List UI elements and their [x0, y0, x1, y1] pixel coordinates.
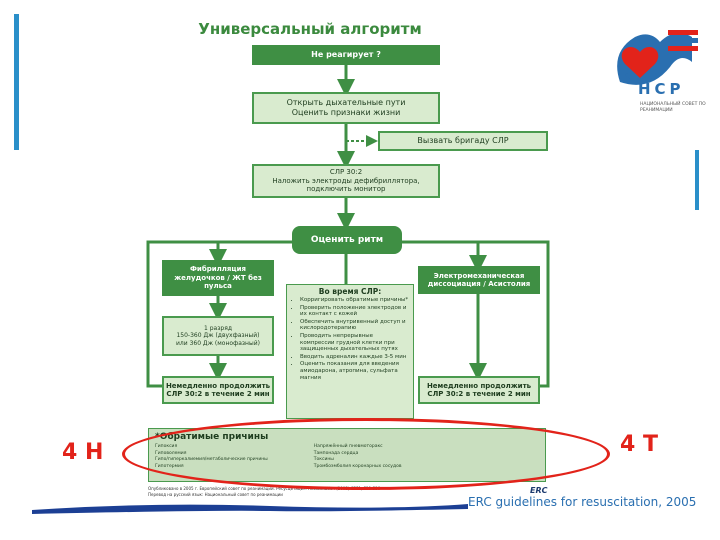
label-4h: 4 Н — [62, 440, 104, 465]
list-item: Корригировать обратимые причины* — [300, 297, 409, 304]
source-caption: ERC guidelines for resuscitation, 2005 — [468, 495, 697, 509]
loop-right — [402, 240, 550, 388]
highlight-ellipse — [122, 418, 610, 490]
list-item: Обеспечить внутривенный доступ и кислоро… — [300, 319, 409, 332]
list-item: Проверить положение электродов и их конт… — [300, 305, 409, 318]
footnote-line: Перевод на русский язык: Национальный со… — [148, 491, 283, 497]
list-item: Вводить адреналин каждые 3-5 мин — [300, 354, 409, 361]
shock-box: 1 разряд 150-360 Дж (двухфазный) или 360… — [162, 316, 274, 356]
during-cpr-heading: Во время СЛР: — [318, 287, 382, 296]
continue-cpr-left-box: Немедленно продолжить СЛР 30:2 в течение… — [162, 376, 274, 404]
arrow-to-pea — [402, 240, 487, 273]
arrow-to-vf — [209, 240, 292, 267]
pea-asystole-box: Электромеханическая диссоциация / Асисто… — [418, 266, 540, 294]
vf-vt-box: Фибрилляция желудочков / ЖТ без пульса — [162, 260, 274, 296]
erc-small-logo: ERC — [530, 486, 548, 495]
assess-rhythm-box: Оценить ритм — [292, 226, 402, 254]
right-accent-bar — [695, 150, 699, 210]
page-title: Универсальный алгоритм — [198, 20, 422, 38]
continue-cpr-right-box: Немедленно продолжить СЛР 30:2 в течение… — [418, 376, 540, 404]
footnote: Опубликовано в 2005 г. Европейский совет… — [148, 486, 568, 497]
blue-brush-stroke — [32, 504, 468, 514]
nsr-logo-icon — [617, 30, 698, 85]
cpr-box: СЛР 30:2 Наложить электроды дефибриллято… — [252, 164, 440, 198]
left-accent-bar — [14, 14, 19, 150]
list-item: Оценить показания для введения амиодарон… — [300, 361, 409, 381]
during-cpr-panel: Во время СЛР: Корригировать обратимые пр… — [286, 284, 414, 419]
logo-wordmark: НСР — [638, 80, 685, 98]
label-4t: 4 Т — [620, 432, 658, 457]
open-airway-box: Открыть дыхательные пути Оценить признак… — [252, 92, 440, 124]
footnote-line: Опубликовано в 2005 г. Европейский совет… — [148, 486, 381, 491]
no-response-box: Не реагирует ? — [252, 45, 440, 65]
call-team-box: Вызвать бригаду СЛР — [378, 131, 548, 151]
during-cpr-list: Корригировать обратимые причины* Провери… — [291, 297, 409, 381]
list-item: Проводить непрерывные компрессии грудной… — [300, 333, 409, 353]
logo-subtitle: НАЦИОНАЛЬНЫЙ СОВЕТ ПО РЕАНИМАЦИИ — [640, 102, 706, 113]
loop-left — [146, 240, 292, 388]
